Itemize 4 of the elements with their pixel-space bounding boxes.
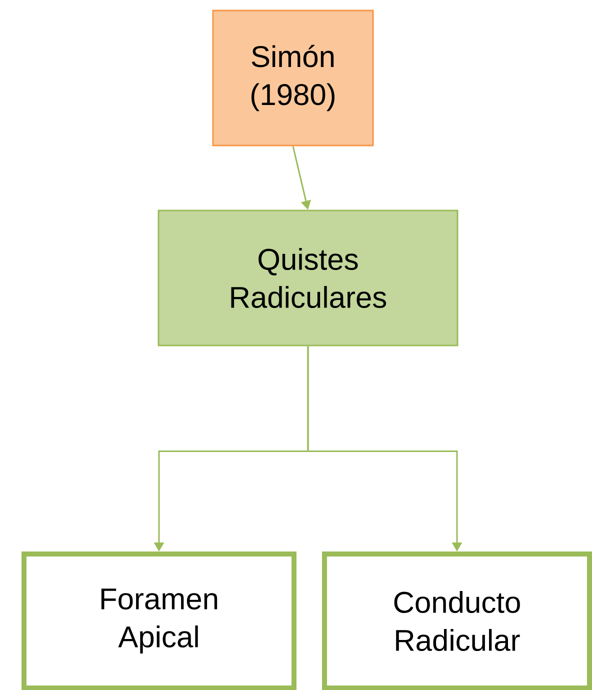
- process-box: Foramen Apical: [22, 552, 296, 690]
- process-box: Conducto Radicular: [322, 552, 592, 690]
- process-box: Quistes Radiculares: [158, 210, 458, 346]
- process-box: Simón (1980): [212, 10, 374, 146]
